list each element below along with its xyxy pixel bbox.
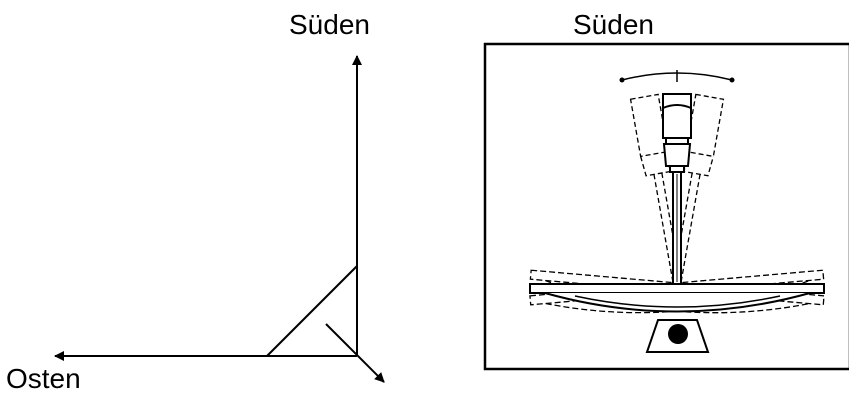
inclination-line <box>266 265 358 357</box>
device-frame <box>483 42 849 371</box>
tilt-device-illustration <box>483 42 849 371</box>
south-label-device: Süden <box>573 9 654 40</box>
pivot-ball <box>668 324 688 344</box>
arc-end-right <box>729 77 735 83</box>
horizontal-plate <box>529 283 825 313</box>
east-label: Osten <box>6 363 81 394</box>
south-label-axes: Süden <box>289 9 370 40</box>
arc-end-left <box>619 77 625 83</box>
vertical-tube <box>662 93 692 285</box>
axes-diagram <box>54 55 385 383</box>
down-axis-arrow <box>325 323 385 383</box>
